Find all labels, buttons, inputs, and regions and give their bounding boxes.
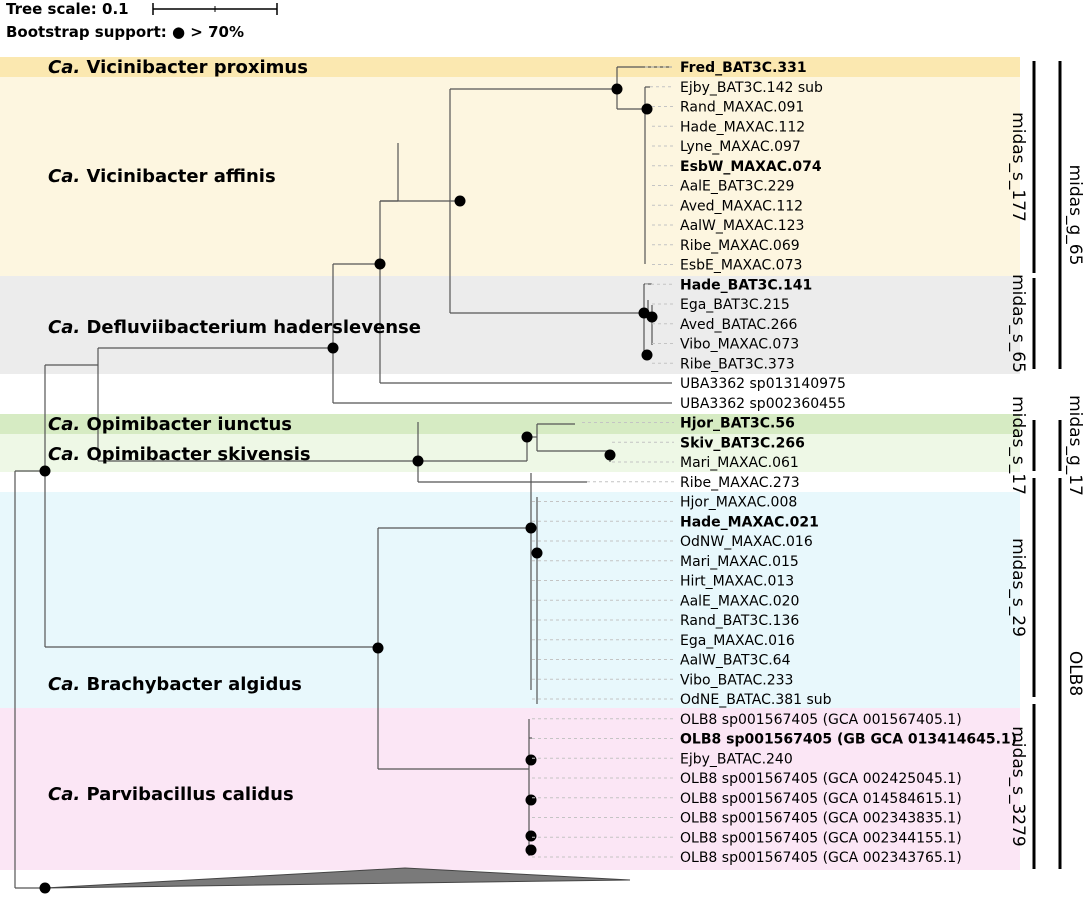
bootstrap-dot bbox=[525, 522, 537, 534]
species-bracket-label: midas_s_17 bbox=[1008, 396, 1028, 495]
species-bracket-label: midas_s_65 bbox=[1008, 274, 1028, 373]
clade-band bbox=[0, 414, 1020, 434]
tip-label: EsbE_MAXAC.073 bbox=[680, 258, 802, 274]
tip-label: Hjor_BAT3C.56 bbox=[680, 416, 795, 432]
collapsed-clade bbox=[44, 867, 631, 889]
tip-label: Aved_BATAC.266 bbox=[680, 317, 797, 333]
genus-bracket-label: midas_g_17 bbox=[1065, 395, 1084, 496]
bootstrap-dot bbox=[525, 794, 537, 806]
tree-scale-bar bbox=[152, 3, 278, 15]
clade-band bbox=[0, 708, 1020, 870]
bootstrap-dot bbox=[454, 195, 466, 207]
tip-label: Ejby_BAT3C.142 sub bbox=[680, 80, 823, 96]
bootstrap-dot bbox=[39, 882, 51, 894]
taxonomy-brackets: midas_s_177 midas_s_65 midas_s_17 midas_s_2… bbox=[1008, 61, 1084, 869]
tip-label: Hade_MAXAC.021 bbox=[680, 514, 819, 530]
tip-label: Ribe_BAT3C.373 bbox=[680, 356, 795, 372]
bootstrap-dot bbox=[604, 449, 616, 461]
clade-label: Ca. Opimibacter iunctus bbox=[48, 414, 292, 435]
tip-label: Hade_BAT3C.141 bbox=[680, 277, 812, 293]
bootstrap-dot bbox=[641, 349, 653, 361]
tip-label: EsbW_MAXAC.074 bbox=[680, 159, 822, 175]
tip-label: OLB8 sp001567405 (GCA 014584615.1) bbox=[680, 791, 962, 807]
bootstrap-dot bbox=[327, 342, 339, 354]
tip-label: OLB8 sp001567405 (GCA 001567405.1) bbox=[680, 712, 962, 728]
bootstrap-dot bbox=[525, 844, 537, 856]
tip-label: UBA3362 sp013140975 bbox=[680, 376, 846, 392]
clade-label: Ca. Defluviibacterium haderslevense bbox=[48, 317, 421, 338]
clade-label: Ca. Parvibacillus calidus bbox=[48, 784, 294, 805]
tip-label: AalE_BAT3C.229 bbox=[680, 179, 794, 195]
tip-label: Ribe_MAXAC.273 bbox=[680, 475, 800, 491]
tip-label: Lyne_MAXAC.097 bbox=[680, 139, 801, 155]
bootstrap-dot bbox=[374, 258, 386, 270]
tip-label: OLB8 sp001567405 (GCA 002344155.1) bbox=[680, 830, 962, 846]
tip-label: Aved_MAXAC.112 bbox=[680, 198, 803, 214]
tip-label: OLB8 sp001567405 (GCA 002343835.1) bbox=[680, 811, 962, 827]
bootstrap-legend: Bootstrap support: ● > 70% bbox=[6, 23, 244, 41]
clade-band bbox=[0, 276, 1020, 374]
bootstrap-dot bbox=[521, 431, 533, 443]
species-bracket-label: midas_s_29 bbox=[1008, 538, 1028, 637]
tip-label: OLB8 sp001567405 (GCA 002425045.1) bbox=[680, 771, 962, 787]
tip-label: Hade_MAXAC.112 bbox=[680, 119, 805, 135]
tree-scale-label: Tree scale: 0.1 bbox=[6, 0, 129, 18]
tip-label: OdNE_BATAC.381 sub bbox=[680, 692, 832, 708]
tip-label: OdNW_MAXAC.016 bbox=[680, 534, 813, 550]
clade-band bbox=[0, 434, 1020, 472]
tip-label: Ribe_MAXAC.069 bbox=[680, 238, 800, 254]
bootstrap-dot bbox=[646, 311, 658, 323]
tip-label: AalE_MAXAC.020 bbox=[680, 593, 799, 609]
tip-label: Ejby_BATAC.240 bbox=[680, 751, 793, 767]
bootstrap-nodes bbox=[39, 83, 658, 894]
clade-label: Ca. Vicinibacter affinis bbox=[48, 166, 276, 187]
tip-label: Hirt_MAXAC.013 bbox=[680, 574, 794, 590]
bootstrap-dot bbox=[372, 642, 384, 654]
tip-label: Mari_MAXAC.061 bbox=[680, 455, 799, 471]
tip-label: Rand_MAXAC.091 bbox=[680, 100, 804, 116]
tip-label: Mari_MAXAC.015 bbox=[680, 554, 799, 570]
clade-label: Ca. Vicinibacter proximus bbox=[48, 57, 308, 78]
genus-bracket-label: midas_g_65 bbox=[1065, 165, 1084, 266]
tip-label: AalW_BAT3C.64 bbox=[680, 653, 791, 669]
tip-label: OLB8 sp001567405 (GCA 002343765.1) bbox=[680, 850, 962, 866]
tip-label: Skiv_BAT3C.266 bbox=[680, 435, 805, 451]
genus-bracket-label: OLB8 bbox=[1065, 651, 1084, 696]
species-bracket-label: midas_s_3279 bbox=[1008, 726, 1028, 846]
bootstrap-dot bbox=[641, 103, 653, 115]
bootstrap-dot bbox=[611, 83, 623, 95]
bootstrap-dot bbox=[412, 455, 424, 467]
clade-label: Ca. Brachybacter algidus bbox=[48, 674, 302, 695]
tip-label: Vibo_BATAC.233 bbox=[680, 672, 793, 688]
clade-label: Ca. Opimibacter skivensis bbox=[48, 444, 311, 465]
tip-label: OLB8 sp001567405 (GB GCA 013414645.1) bbox=[680, 732, 1017, 748]
species-bracket-label: midas_s_177 bbox=[1008, 112, 1028, 222]
tip-label: Ega_MAXAC.016 bbox=[680, 633, 795, 649]
tip-label: UBA3362 sp002360455 bbox=[680, 396, 846, 412]
tip-label: Hjor_MAXAC.008 bbox=[680, 495, 797, 511]
tip-label: Ega_BAT3C.215 bbox=[680, 297, 790, 313]
bootstrap-dot bbox=[525, 754, 537, 766]
tip-label: Rand_BAT3C.136 bbox=[680, 613, 799, 629]
clade-band bbox=[0, 57, 1020, 77]
tip-label: Vibo_MAXAC.073 bbox=[680, 337, 799, 353]
tree-branches bbox=[14, 66, 672, 889]
clade-band bbox=[0, 77, 1020, 276]
tip-label: AalW_MAXAC.123 bbox=[680, 218, 804, 234]
bootstrap-dot bbox=[525, 830, 537, 842]
bootstrap-dot bbox=[531, 547, 543, 559]
tip-label: Fred_BAT3C.331 bbox=[680, 60, 807, 76]
bootstrap-dot bbox=[39, 465, 51, 477]
